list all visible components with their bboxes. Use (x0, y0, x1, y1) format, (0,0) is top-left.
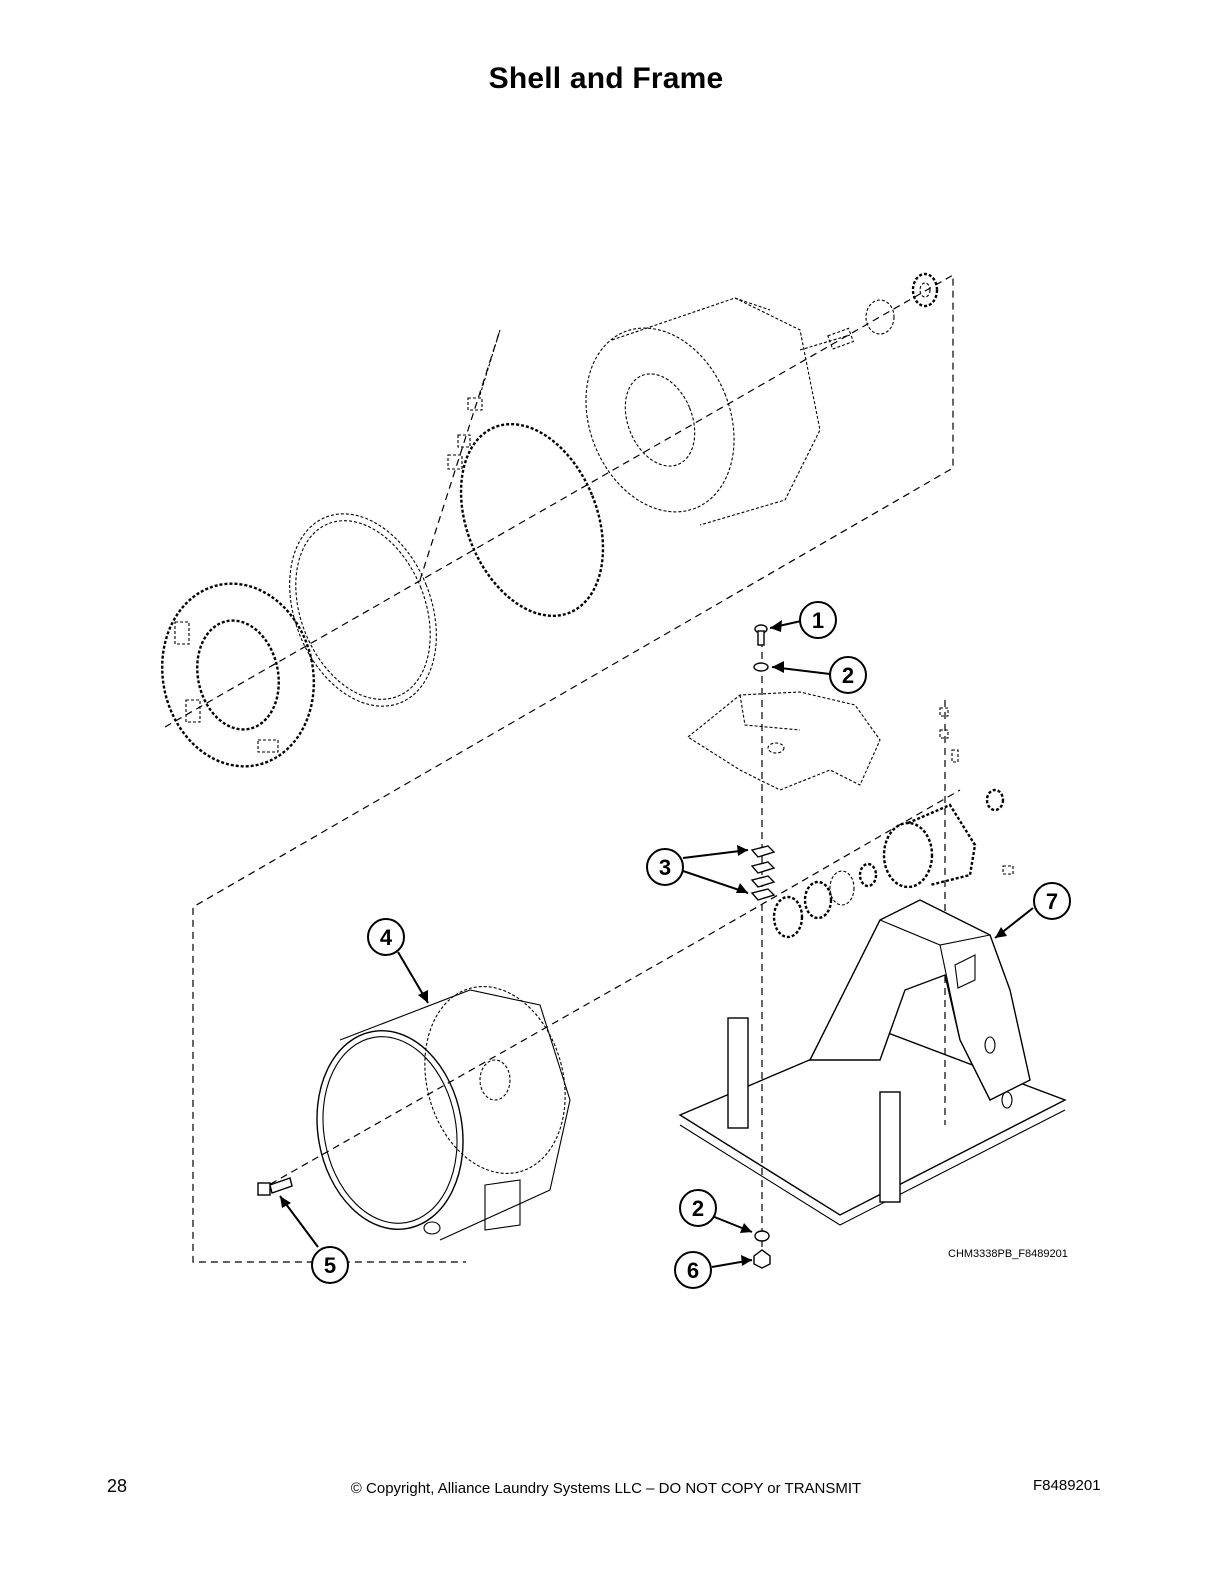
callout-5: 5 (311, 1246, 349, 1284)
page-title: Shell and Frame (488, 62, 724, 95)
callout-2-bottom: 2 (679, 1189, 717, 1227)
tub-shell (316, 986, 571, 1241)
callout-4: 4 (367, 918, 405, 956)
callout-1-label: 1 (812, 608, 824, 633)
bolt-item-5 (257, 1177, 293, 1196)
callout-1: 1 (799, 601, 837, 639)
drawing-code: CHM3338PB_F8489201 (948, 1248, 1068, 1260)
drum-ghost (585, 272, 939, 526)
callout-2-top-label: 2 (842, 663, 854, 688)
callout-2-bottom-label: 2 (692, 1196, 704, 1221)
assembly-guide-lines (164, 273, 961, 1263)
callout-7-label: 7 (1046, 889, 1058, 914)
callout-leaders (279, 620, 1034, 1268)
callout-3-label: 3 (659, 855, 671, 880)
copyright-notice: © Copyright, Alliance Laundry Systems LL… (350, 1480, 862, 1497)
washer-and-nut-bottom (753, 1230, 771, 1269)
page-number: 28 (107, 1476, 128, 1496)
callout-4-label: 4 (380, 925, 393, 950)
callout-6: 6 (674, 1251, 712, 1289)
shims (750, 845, 776, 901)
gasket-ring-ghost (289, 513, 437, 707)
callout-7: 7 (1033, 882, 1071, 920)
callout-6-label: 6 (687, 1258, 699, 1283)
bolt-and-washer-top (753, 624, 769, 672)
front-panel-ghost (160, 582, 316, 768)
callout-5-label: 5 (324, 1253, 336, 1278)
callout-2-top: 2 (829, 656, 867, 694)
drive-cover-ghost (687, 691, 881, 791)
frame-stand (678, 899, 1067, 1226)
callout-3: 3 (646, 848, 684, 886)
document-code: F8489201 (1033, 1477, 1101, 1494)
bearing-housing-ghost (772, 707, 1014, 939)
clamp-band-ghost (447, 329, 605, 618)
